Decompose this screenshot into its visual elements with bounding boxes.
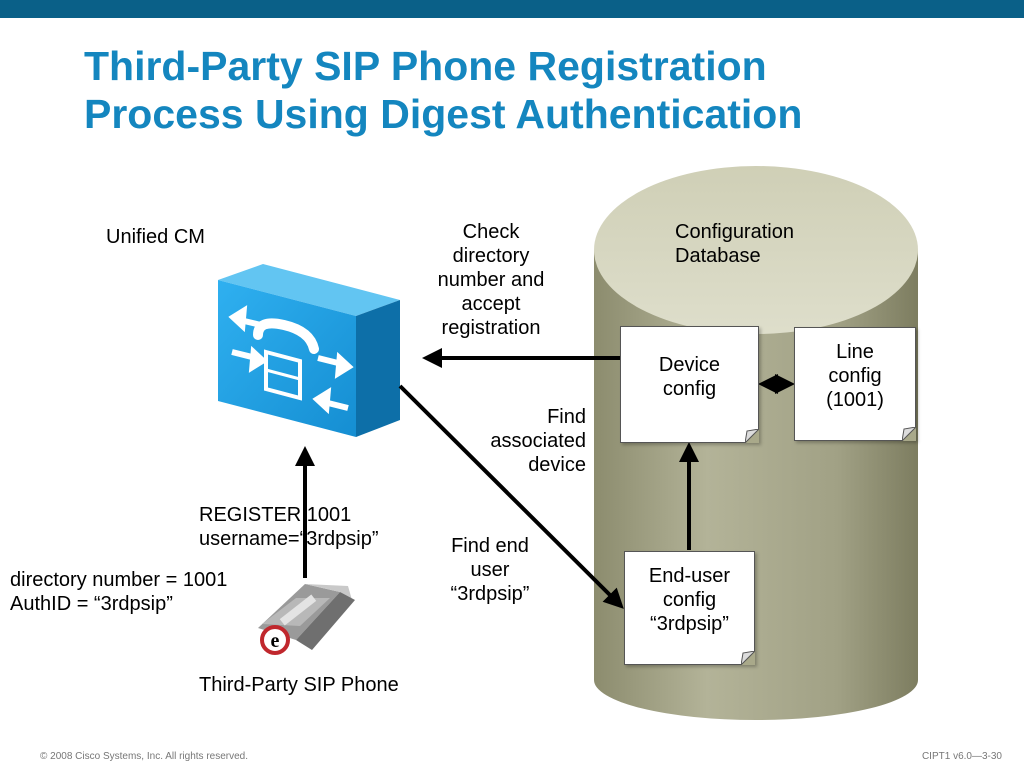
end-user-config-document: End-user config “3rdpsip” [624, 551, 755, 665]
title-line-2: Process Using Digest Authentication [84, 91, 803, 137]
check-directory-label: Check directory number and accept regist… [437, 221, 545, 339]
phone-badge-letter: e [271, 630, 280, 652]
find-end-user-label: Find end user “3rdpsip” [450, 535, 530, 605]
unified-cm-server-icon [218, 264, 400, 437]
unified-cm-label: Unified CM [106, 226, 205, 248]
page-fold-icon [902, 427, 916, 441]
find-end-user-arrow [398, 384, 624, 609]
line-config-document: Line config (1001) [794, 327, 916, 441]
phone-config-info: directory number = 1001 AuthID = “3rdpsi… [10, 569, 228, 615]
copyright-footer: © 2008 Cisco Systems, Inc. All rights re… [40, 751, 249, 762]
third-party-sip-phone-icon [258, 584, 355, 655]
title-line-1: Third-Party SIP Phone Registration [84, 43, 767, 89]
arrows [295, 348, 795, 609]
find-associated-device-label: Find associated device [490, 406, 586, 476]
course-footer: CIPT1 v6.0—3-30 [921, 751, 1002, 762]
database-title: Configuration Database [675, 221, 794, 267]
device-config-document: Device config [620, 326, 759, 443]
third-party-sip-phone-label: Third-Party SIP Phone [199, 674, 399, 696]
page-fold-icon [745, 429, 759, 443]
phone-badge-icon [260, 625, 290, 655]
page-fold-icon [741, 651, 755, 665]
slide-title: Third-Party SIP Phone Registration Proce… [84, 42, 984, 138]
top-bar [0, 0, 1024, 18]
register-message-label: REGISTER 1001 username=“3rdpsip” [199, 504, 379, 550]
